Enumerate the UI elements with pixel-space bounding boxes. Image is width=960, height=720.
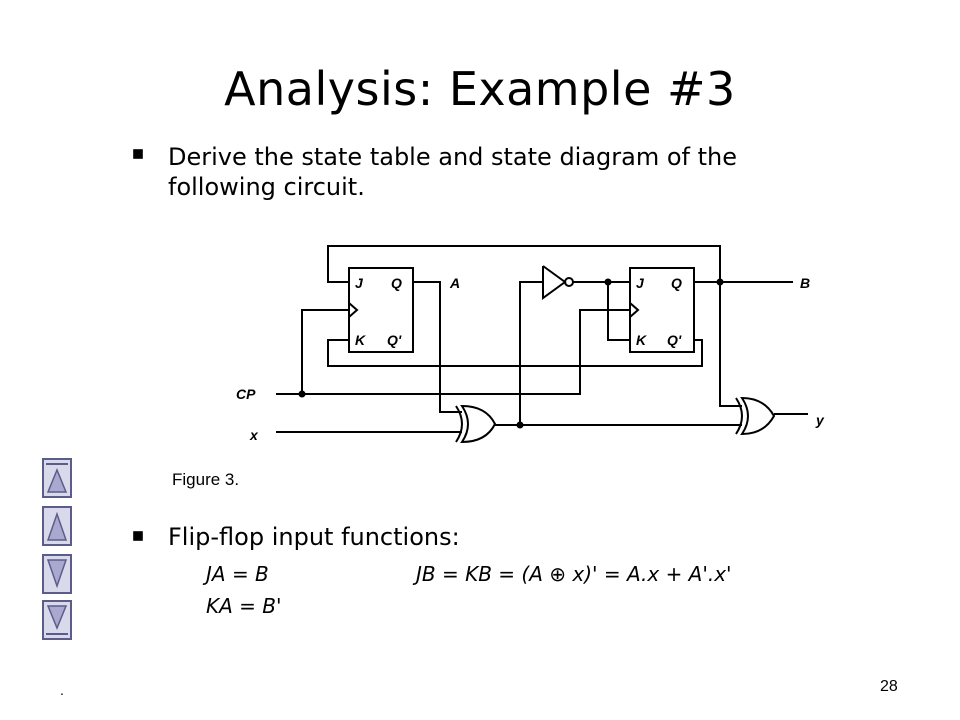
label-cp: CP — [236, 386, 256, 402]
label-b: B — [800, 275, 810, 291]
wire-xor2-in1 — [719, 282, 742, 407]
bullet-marker — [133, 531, 143, 541]
clock-marker-b — [629, 302, 640, 318]
ff2-j-label: J — [636, 275, 645, 291]
bullet1-line1: Derive the state table and state diagram… — [168, 143, 738, 171]
wire-cp-ff1 — [301, 309, 349, 394]
wire-xor1-out — [495, 281, 543, 426]
next-slide-button[interactable] — [42, 554, 72, 594]
equation-ka: KA = B' — [206, 594, 282, 618]
first-slide-icon — [42, 458, 72, 498]
wire-jb-to-kb — [607, 282, 630, 341]
junction-xor-out — [516, 421, 524, 429]
equation-jb: JB = KB = (A ⊕ x)' = A.x + A'.x' — [416, 562, 732, 586]
junction-b — [716, 278, 724, 286]
wire-b-feedback — [327, 245, 721, 283]
label-y: y — [815, 412, 825, 428]
ff2-k-label: K — [636, 332, 647, 348]
first-slide-button[interactable] — [42, 458, 72, 498]
ff2-qn-label: Q' — [667, 332, 682, 348]
bullet-marker — [133, 149, 143, 159]
bullet1-line2: following circuit. — [168, 173, 365, 201]
inverter-body — [542, 265, 567, 300]
ff1-q-label: Q — [391, 275, 402, 291]
previous-slide-icon — [42, 506, 72, 546]
previous-slide-button[interactable] — [42, 506, 72, 546]
clock-marker-a — [348, 302, 359, 318]
page-number: 28 — [880, 678, 898, 695]
label-a: A — [449, 275, 460, 291]
xor-gate-1 — [460, 404, 497, 444]
ff1-k-label: K — [355, 332, 366, 348]
xor-gate-1-back — [455, 405, 463, 443]
last-slide-icon — [42, 600, 72, 640]
footer-dot: . — [60, 682, 64, 698]
bullet2-text: Flip-flop input functions: — [168, 523, 460, 551]
equation-ja: JA = B — [206, 562, 269, 586]
wire-cp — [276, 309, 630, 395]
slide-title: Analysis: Example #3 — [224, 62, 736, 116]
ff2-q-label: Q — [671, 275, 682, 291]
junction-jb — [604, 278, 612, 286]
xor-gate-2-back — [735, 397, 743, 435]
junction-cp — [298, 390, 306, 398]
figure-caption: Figure 3. — [172, 470, 240, 489]
next-slide-icon — [42, 554, 72, 594]
wire-a-output — [413, 281, 462, 413]
xor-gate-2 — [740, 396, 776, 436]
ff1-j-label: J — [355, 275, 364, 291]
label-x: x — [249, 427, 259, 443]
last-slide-button[interactable] — [42, 600, 72, 640]
ff1-qn-label: Q' — [387, 332, 402, 348]
wire-qnb-to-ka — [327, 339, 703, 367]
